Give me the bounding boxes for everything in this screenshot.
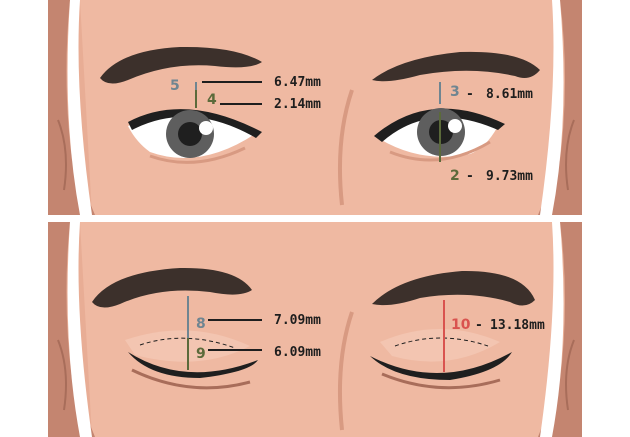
measure-value-3: 8.61mm	[486, 87, 533, 102]
bottom-right-ear-line	[565, 339, 575, 411]
bottom-right-temple	[538, 222, 582, 437]
bottom-left-ear-line	[57, 339, 67, 411]
top-right-eye	[374, 108, 505, 162]
top-panel: 5 4 6.47mm 2.14mm 3 - 8.61mm 2 - 9.73mm	[48, 0, 582, 215]
panel-divider	[0, 215, 630, 222]
top-left-pupil	[178, 122, 202, 146]
top-left-eye	[128, 109, 262, 164]
bottom-left-highlight	[67, 222, 92, 437]
bottom-panel: 8 9 7.09mm 6.09mm 10 - 13.18mm	[48, 222, 582, 437]
top-left-eye-highlight	[199, 121, 213, 135]
top-left-eyebrow	[100, 46, 262, 84]
measure-number-8: 8	[196, 316, 206, 332]
measure-number-2: 2	[450, 168, 460, 184]
measure-dash-10: -	[475, 318, 483, 333]
measure-value-8: 7.09mm	[274, 313, 321, 328]
top-left-ear-line	[57, 119, 67, 191]
top-right-ear-line	[565, 119, 575, 191]
top-right-highlight	[540, 0, 564, 215]
measure-dash-2: -	[466, 169, 474, 184]
measure-number-3: 3	[450, 84, 460, 100]
top-right-eye-highlight	[448, 119, 462, 133]
measure-value-2: 9.73mm	[486, 169, 533, 184]
measure-number-9: 9	[196, 346, 206, 362]
bottom-left-eyebrow	[92, 267, 252, 308]
measure-number-5: 5	[170, 78, 180, 94]
top-nose-line	[337, 89, 354, 206]
measure-value-9: 6.09mm	[274, 345, 321, 360]
measure-value-10: 13.18mm	[490, 318, 545, 333]
top-right-temple	[538, 0, 582, 215]
bottom-face	[80, 222, 560, 437]
bottom-nose-line	[337, 311, 354, 431]
measure-value-4: 2.14mm	[274, 97, 321, 112]
measure-number-10: 10	[451, 317, 471, 333]
bottom-right-eyebrow	[372, 270, 535, 306]
top-left-temple	[48, 0, 95, 215]
measure-dash-3: -	[466, 87, 474, 102]
top-right-eyebrow	[372, 51, 540, 82]
bottom-left-temple	[48, 222, 95, 437]
bottom-right-closed-eye	[370, 329, 512, 390]
bottom-right-highlight	[540, 222, 564, 437]
measure-number-4: 4	[207, 92, 217, 108]
top-left-highlight	[67, 0, 92, 215]
measure-value-5: 6.47mm	[274, 75, 321, 90]
